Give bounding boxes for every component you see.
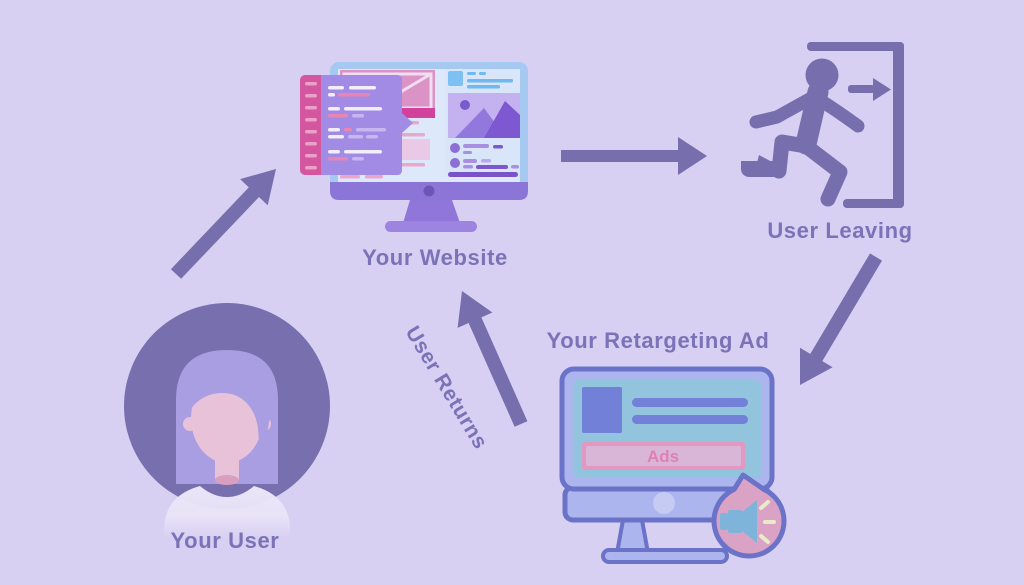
- website-label: Your Website: [362, 245, 508, 270]
- arrow-leaving-to-ad-icon: [800, 253, 882, 385]
- website-monitor-icon: [300, 62, 528, 232]
- arrow-user-returns-icon: [457, 291, 528, 427]
- user-avatar-icon: [124, 303, 330, 540]
- user-leaving-icon: [741, 42, 904, 208]
- arrow-user-to-website-icon: [170, 169, 276, 279]
- megaphone-badge-icon: [711, 472, 787, 559]
- retargeting-ad-label: Your Retargeting Ad: [546, 328, 770, 353]
- arrow-website-to-leaving-icon: [561, 137, 707, 175]
- user-leaving-label: User Leaving: [767, 218, 913, 243]
- exit-arrow-icon: [848, 85, 875, 93]
- code-panel-icon: [300, 75, 413, 175]
- retargeting-ad-monitor-icon: Ads: [559, 366, 787, 564]
- door-frame-icon: [807, 42, 904, 51]
- user-label: Your User: [170, 528, 280, 553]
- ad-banner-text: Ads: [647, 447, 679, 466]
